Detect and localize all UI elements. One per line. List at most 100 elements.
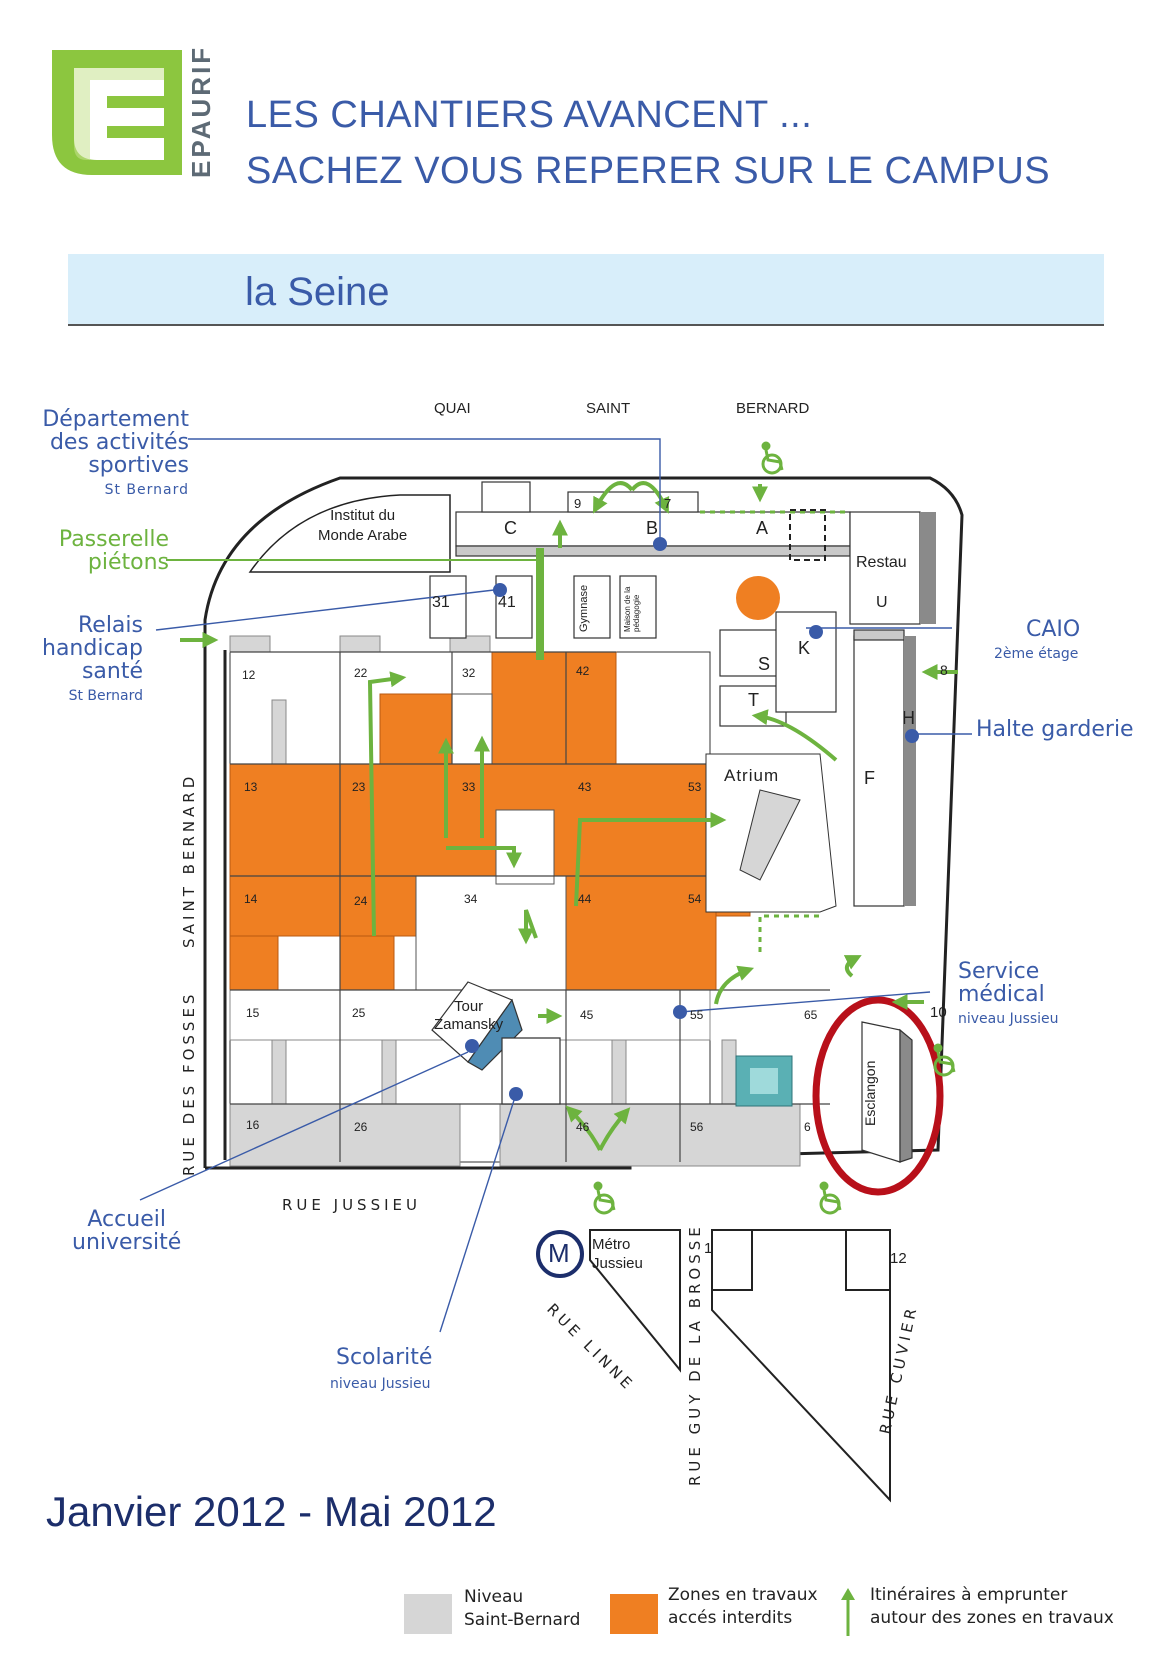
label-accueil-1: Accueil	[87, 1207, 166, 1232]
bldg-23: 23	[352, 780, 366, 794]
letter-h: H	[902, 708, 915, 728]
label-departement-3: sportives	[88, 453, 189, 479]
wheelchair-icon	[761, 441, 784, 475]
bldg-43: 43	[578, 780, 592, 794]
street-saint: SAINT	[586, 400, 631, 417]
letter-t: T	[748, 690, 759, 710]
legend-zones: Zones en travaux accés interdits	[668, 1584, 818, 1630]
street-bernard: BERNARD	[736, 400, 810, 417]
label-relais-1: Relais	[77, 613, 143, 638]
label-relais: Relais handicap santé St Bernard	[42, 614, 143, 704]
label-departement: Département des activités sportives St B…	[42, 408, 189, 498]
label-service-2: médical	[958, 982, 1045, 1008]
location-dots	[465, 537, 919, 1101]
label-institut-2: Monde Arabe	[318, 526, 408, 544]
bldg-42: 42	[576, 664, 590, 678]
institut-monde-arabe	[248, 494, 451, 573]
label-service: Service médical niveau Jussieu	[958, 960, 1059, 1027]
label-institut-1: Institut du	[330, 507, 396, 524]
street-rue-jussieu: RUE JUSSIEU	[282, 1196, 421, 1214]
bldg-25: 25	[352, 1006, 366, 1020]
label-gymnase: Gymnase	[578, 584, 590, 632]
tour-zamansky	[431, 981, 561, 1105]
label-service-sub: niveau Jussieu	[958, 1011, 1059, 1028]
wheelchair-icon	[933, 1043, 956, 1077]
label-caio-sub: 2ème étage	[994, 646, 1079, 662]
north-buildings	[429, 481, 921, 907]
label-relais-2: handicap	[42, 636, 143, 662]
passerelle-bar	[536, 548, 544, 660]
bldg-55: 55	[690, 1008, 704, 1022]
legend-itineraires-2: autour des zones en travaux	[870, 1607, 1114, 1628]
banner-title: la Seine	[245, 270, 390, 314]
bldg-16: 16	[246, 1118, 260, 1132]
bldg-15: 15	[246, 1006, 260, 1020]
grid-lines	[230, 651, 830, 1162]
wheelchair-icon	[819, 1181, 842, 1215]
bldg-65: 65	[804, 1008, 818, 1022]
bldg-8: 8	[940, 662, 948, 678]
bldg-12: 12	[242, 668, 256, 682]
header-line-2: SACHEZ VOUS REPERER SUR LE CAMPUS	[246, 150, 1051, 192]
label-atrium: Atrium	[724, 766, 780, 785]
label-departement-sub: St Bernard	[104, 482, 189, 499]
label-relais-sub: St Bernard	[68, 688, 143, 705]
south-blocks	[589, 1229, 891, 1503]
metro-symbol: M	[548, 1238, 570, 1268]
bldg-44: 44	[578, 892, 592, 906]
label-relais-3: santé	[81, 659, 143, 685]
section-banner	[68, 254, 1104, 326]
bldg-31: 31	[432, 594, 450, 611]
legend-itineraires-1: Itinéraires à emprunter	[870, 1585, 1068, 1605]
esclangon-building	[861, 1021, 913, 1163]
legend-zones-2: accés interdits	[668, 1607, 793, 1628]
label-metro-2: Jussieu	[592, 1254, 643, 1272]
label-restau: Restau	[856, 554, 907, 571]
street-saint-bernard: SAINT BERNARD	[180, 772, 198, 948]
legend-itineraires: Itinéraires à emprunter autour des zones…	[870, 1584, 1114, 1630]
label-halte: Halte garderie	[976, 717, 1134, 742]
bldg-24: 24	[354, 894, 368, 908]
street-rue-guy: RUE GUY DE LA BROSSE	[686, 1223, 704, 1486]
legend-swatch-grey	[404, 1594, 452, 1634]
bldg-56: 56	[690, 1120, 704, 1134]
wheelchair-icons	[593, 441, 956, 1215]
label-accueil: Accueil université	[72, 1208, 181, 1254]
epaurif-logo: EPAURIF	[52, 45, 222, 190]
green-routes	[180, 481, 958, 1151]
site-outline	[203, 476, 964, 1170]
bldg-14: 14	[244, 892, 258, 906]
dashed-outline	[789, 509, 826, 561]
letter-c: C	[504, 518, 517, 538]
label-u: U	[876, 594, 888, 611]
label-passerelle: Passerelle piétons	[59, 528, 169, 574]
label-tour-1: Tour	[454, 998, 484, 1015]
esclangon-highlight	[812, 996, 944, 1196]
letter-s: S	[758, 654, 771, 674]
dotted-routes	[700, 510, 846, 952]
bldg-6: 6	[804, 1120, 811, 1134]
restau-shade	[904, 512, 936, 906]
bldg-46: 46	[576, 1120, 590, 1134]
label-metro-1: Métro	[592, 1236, 631, 1253]
courtyard-square	[735, 1055, 793, 1107]
street-rue-fosses: RUE DES FOSSES	[180, 990, 198, 1176]
label-passerelle-2: piétons	[87, 550, 169, 576]
bldg-45: 45	[580, 1008, 594, 1022]
bldg-1: 1	[704, 1240, 713, 1257]
label-metro: Métro Jussieu	[592, 1236, 643, 1274]
legend-zones-1: Zones en travaux	[668, 1585, 818, 1605]
wheelchair-icon	[593, 1181, 616, 1215]
bldg-13: 13	[244, 780, 258, 794]
legend-niveau-2: Saint-Bernard	[464, 1609, 581, 1630]
label-departement-1: Département	[42, 407, 189, 432]
logo-mark-icon	[52, 50, 182, 175]
letter-f: F	[864, 768, 875, 788]
works-marker	[736, 576, 780, 620]
label-esclangon: Esclangon	[862, 1060, 878, 1126]
metro-icon	[536, 1230, 584, 1278]
legend-niveau-1: Niveau	[464, 1587, 524, 1607]
atrium	[705, 753, 837, 913]
bldg-7: 7	[664, 496, 672, 511]
